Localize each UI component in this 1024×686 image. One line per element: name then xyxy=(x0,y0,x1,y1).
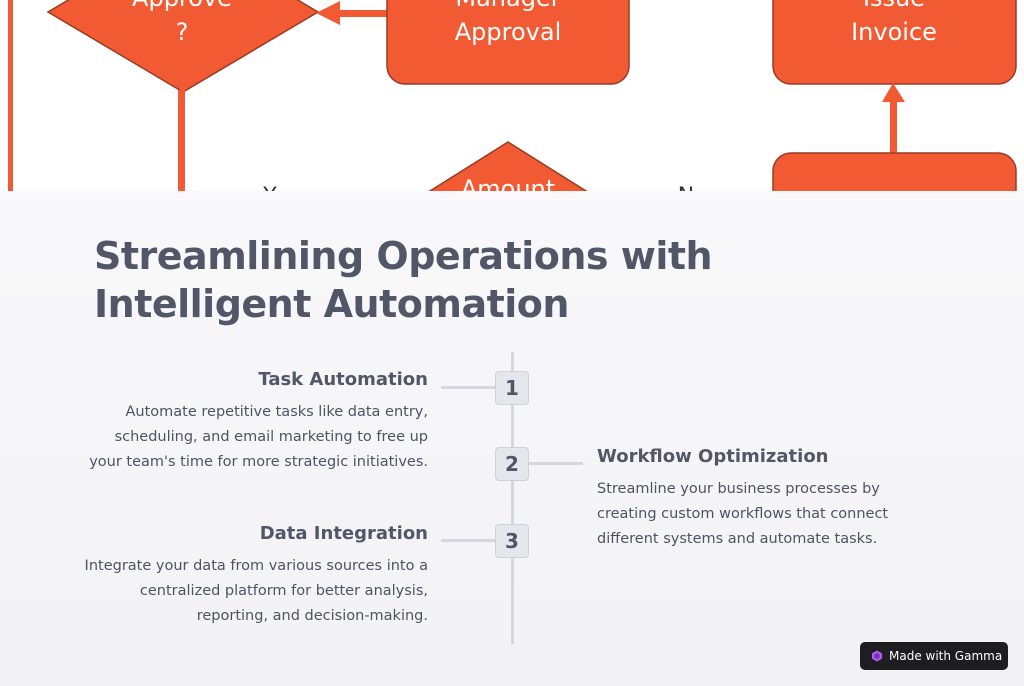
approve-down-connector xyxy=(178,90,185,191)
step-3-description-line: Integrate your data from various sources… xyxy=(84,558,428,574)
gamma-logo-icon xyxy=(872,650,882,662)
flowchart-diagram: Approve ? Manager Approval Issue Invoice… xyxy=(8,0,1017,191)
arrow-up-icon xyxy=(882,83,905,102)
invoice-up-connector xyxy=(890,100,897,156)
issue-invoice-box xyxy=(772,0,1017,85)
made-with-gamma-badge[interactable]: Made with Gamma xyxy=(860,642,1008,670)
manager-approval-box xyxy=(386,0,630,85)
invoice-label-line1: Issue xyxy=(863,0,925,12)
manager-label-line1: Manager xyxy=(455,0,560,12)
step-2-description: Streamline your business processes by cr… xyxy=(597,477,937,552)
step-3-description: Integrate your data from various sources… xyxy=(50,554,428,629)
step-1-description-line: Automate repetitive tasks like data entr… xyxy=(125,404,429,420)
arrow-left-icon xyxy=(316,1,340,25)
page-title: Streamlining Operations with Intelligent… xyxy=(94,234,713,326)
approve-diamond xyxy=(46,0,320,93)
step-2-connector xyxy=(527,462,583,465)
branch-label-no: N xyxy=(678,184,694,191)
step-2-title: Workflow Optimization xyxy=(597,446,829,467)
amount-label: Amount xyxy=(461,175,555,191)
step-3-description-line: centralized platform for better analysis… xyxy=(139,583,428,599)
step-1-connector xyxy=(441,386,497,389)
step-2-description-line: different systems and automate tasks. xyxy=(597,531,878,547)
flowchart-image: Approve ? Manager Approval Issue Invoice… xyxy=(0,0,1024,191)
flowchart-left-edge xyxy=(8,0,13,191)
step-1-description: Automate repetitive tasks like data entr… xyxy=(60,400,428,475)
step-3-connector xyxy=(441,539,497,542)
step-1-badge: 1 xyxy=(495,371,529,405)
branch-label-yes: Y xyxy=(262,184,277,191)
step-3-badge: 3 xyxy=(495,524,529,558)
made-with-gamma-label: Made with Gamma xyxy=(889,649,1003,663)
timeline-line xyxy=(511,352,514,644)
manager-to-approve-connector xyxy=(336,10,388,17)
step-1-title: Task Automation xyxy=(258,369,428,390)
step-2-badge: 2 xyxy=(495,447,529,481)
step-2-description-line: Streamline your business processes by xyxy=(597,481,880,497)
step-3-description-line: reporting, and decision-making. xyxy=(196,608,428,624)
manager-label-line2: Approval xyxy=(455,18,562,46)
amount-diamond xyxy=(428,141,588,191)
approve-label-line1: Approve xyxy=(132,0,232,12)
step-3-title: Data Integration xyxy=(259,523,428,544)
approve-label-line2: ? xyxy=(176,18,189,46)
invoice-label-line2: Invoice xyxy=(851,18,937,46)
step-2-description-line: creating custom workflows that connect xyxy=(597,506,889,522)
step-1-description-line: scheduling, and email marketing to free … xyxy=(114,429,428,445)
step-1-description-line: your team's time for more strategic init… xyxy=(89,454,428,470)
lower-process-box xyxy=(772,152,1017,191)
